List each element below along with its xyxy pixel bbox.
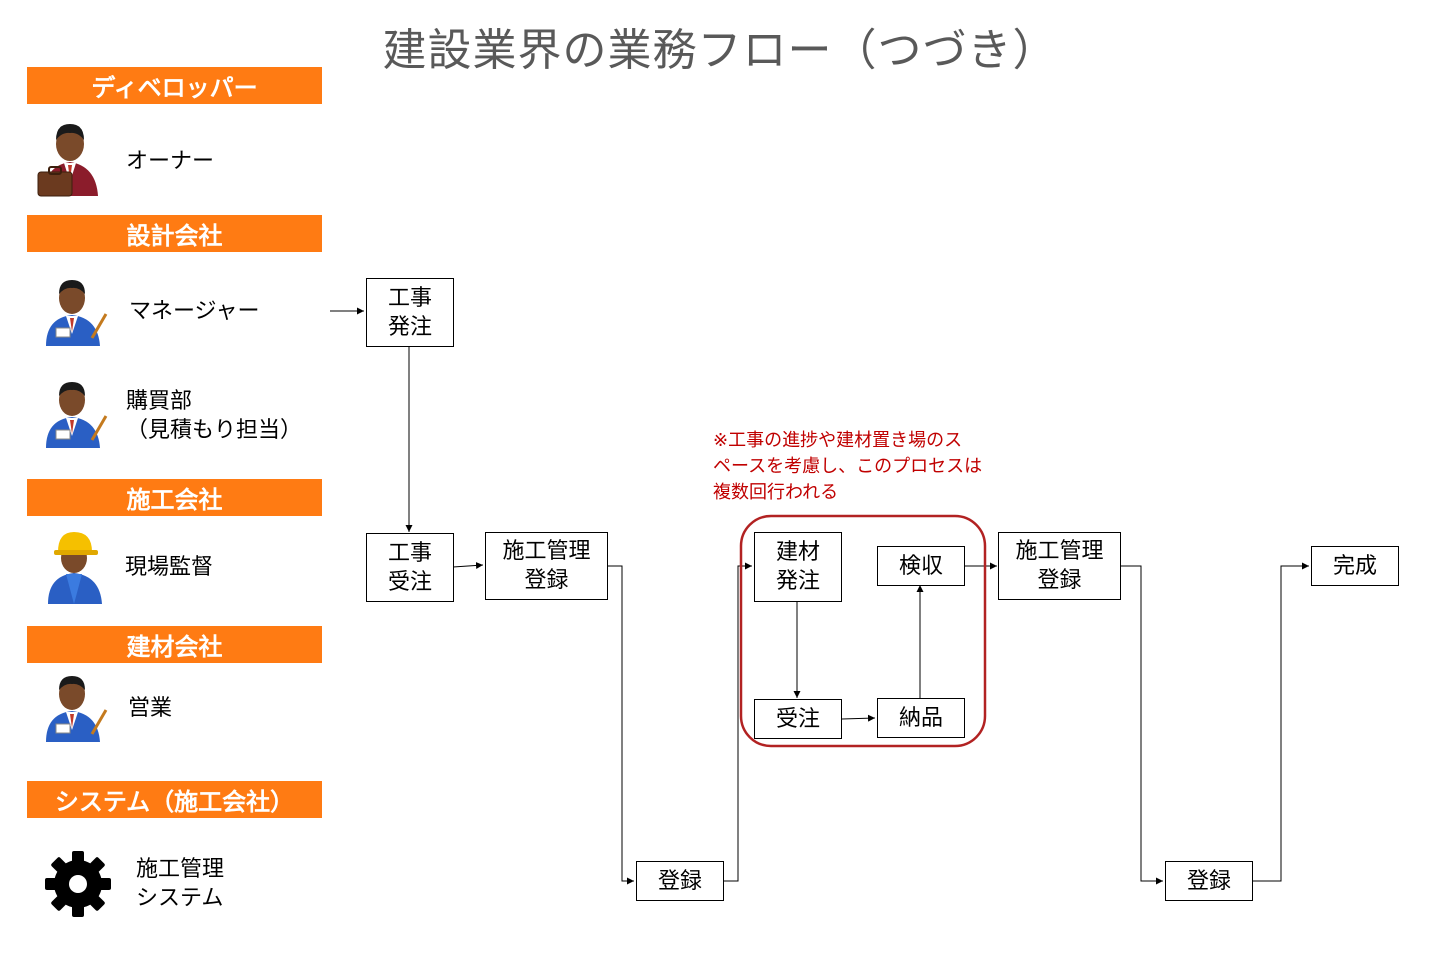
lane-header-system: システム（施工会社） bbox=[27, 781, 322, 818]
node-construction-order-line1: 工事 bbox=[387, 285, 432, 311]
node-material-order-line1: 建材 bbox=[775, 540, 820, 565]
node-complete: 完成 bbox=[1311, 546, 1399, 586]
repeat-process-note: ※工事の進捗や建材置き場のス ペースを考慮し、このプロセスは 複数回行われる bbox=[713, 428, 1013, 506]
businessman-badge-icon bbox=[46, 280, 108, 346]
note-line1: ※工事の進捗や建材置き場のス bbox=[713, 430, 963, 451]
hardhat-worker-icon bbox=[48, 532, 102, 604]
role-system-line1: 施工管理 bbox=[136, 857, 225, 882]
lane-header-material-company: 建材会社 bbox=[27, 626, 322, 663]
lane-header-construction-company: 施工会社 bbox=[27, 479, 322, 516]
arrow-received-to-delivery bbox=[841, 714, 876, 722]
role-sales: 営業 bbox=[128, 696, 173, 721]
node-system-register: 登録 bbox=[636, 861, 724, 901]
role-owner: オーナー bbox=[126, 149, 215, 174]
node-management-register-2: 施工管理登録 bbox=[998, 532, 1121, 600]
lane-header-design-company: 設計会社 bbox=[27, 215, 322, 252]
node-construction-received-line1: 工事 bbox=[387, 540, 432, 566]
node-construction-received-line2: 受注 bbox=[387, 569, 432, 595]
node-management-register-line1: 施工管理 bbox=[502, 539, 591, 564]
gear-icon bbox=[45, 851, 111, 917]
role-system-line2: システム bbox=[136, 886, 224, 911]
arrow-system-to-material-order bbox=[723, 562, 752, 882]
node-delivery: 納品 bbox=[877, 698, 965, 738]
role-purchasing: 購買部 （見積もり担当） bbox=[126, 387, 302, 445]
role-purchasing-line1: 購買部 bbox=[126, 389, 193, 414]
node-material-received: 受注 bbox=[754, 699, 842, 739]
arrow-register-to-system-2 bbox=[1120, 565, 1163, 885]
node-construction-order: 工事発注 bbox=[366, 278, 454, 347]
businessman-briefcase-icon bbox=[37, 124, 98, 197]
node-system-register-2: 登録 bbox=[1165, 861, 1253, 901]
arrow-register-to-system bbox=[606, 565, 634, 885]
arrow-receive-to-register bbox=[452, 561, 484, 569]
node-construction-received: 工事受注 bbox=[366, 533, 454, 602]
role-system: 施工管理 システム bbox=[136, 855, 224, 913]
arrow-system-to-complete bbox=[1252, 562, 1309, 882]
repeat-loop-outline bbox=[739, 514, 987, 748]
node-management-register: 施工管理登録 bbox=[485, 532, 608, 600]
node-material-order-line2: 発注 bbox=[775, 569, 820, 594]
note-line3: 複数回行われる bbox=[713, 482, 839, 503]
node-management-register-2-line1: 施工管理 bbox=[1015, 539, 1104, 564]
lane-header-developer: ディベロッパー bbox=[27, 67, 322, 104]
node-management-register-line2: 登録 bbox=[524, 568, 569, 593]
node-inspection: 検収 bbox=[877, 546, 965, 586]
businessman-badge-icon bbox=[46, 382, 108, 448]
node-material-order: 建材発注 bbox=[754, 532, 842, 602]
businessman-badge-icon bbox=[46, 676, 108, 742]
node-management-register-2-line2: 登録 bbox=[1037, 568, 1082, 593]
role-site-supervisor: 現場監督 bbox=[125, 555, 214, 580]
note-line2: ペースを考慮し、このプロセスは bbox=[713, 456, 983, 477]
role-purchasing-line2: （見積もり担当） bbox=[126, 418, 303, 443]
diagram-title: 建設業界の業務フロー（つづき） bbox=[382, 25, 1058, 76]
role-manager: マネージャー bbox=[129, 299, 260, 324]
node-construction-order-line2: 発注 bbox=[387, 314, 432, 340]
